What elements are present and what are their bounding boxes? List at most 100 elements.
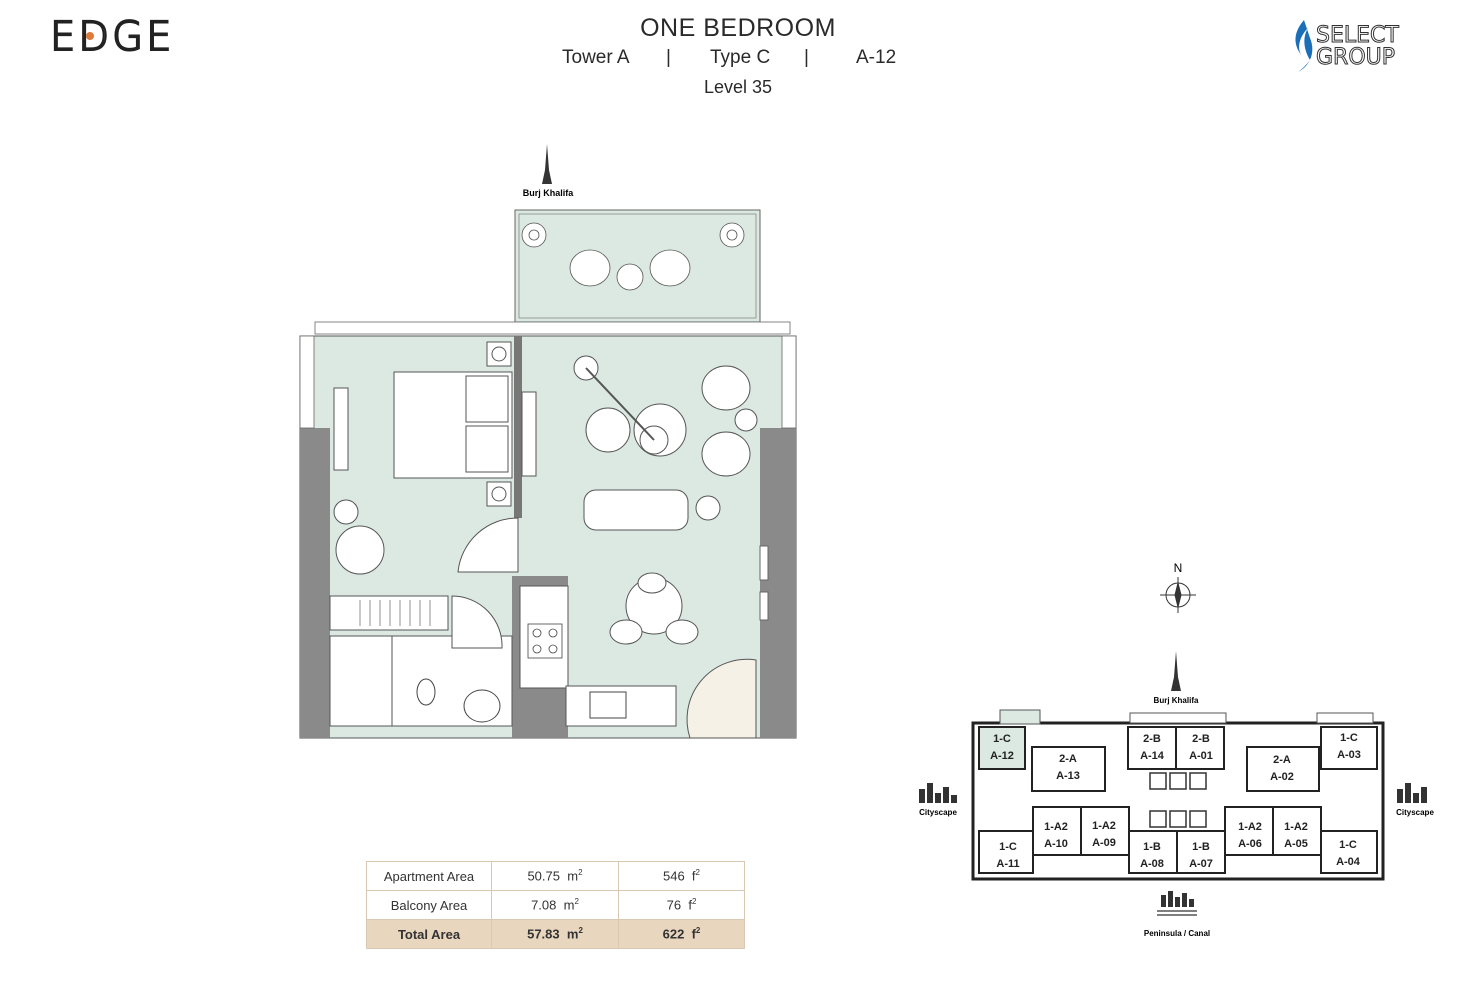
unit-exp: 2 — [574, 897, 579, 907]
separator: | — [666, 47, 671, 68]
burj-khalifa-label: Burj Khalifa — [523, 188, 575, 198]
unit-exp: 2 — [691, 897, 697, 907]
tv-unit — [333, 387, 349, 471]
unit-m: m — [563, 897, 575, 913]
armchair-icon — [335, 525, 385, 575]
core-elevators — [1149, 772, 1207, 828]
tv-unit — [521, 391, 537, 477]
burj-khalifa-icon — [1171, 651, 1181, 691]
unit-type: 2-A — [1273, 754, 1291, 766]
left-wall — [300, 428, 330, 738]
unit-code: A-03 — [1337, 749, 1361, 761]
unit-code: A-14 — [1140, 750, 1165, 762]
unit-type: 2-A — [1059, 753, 1077, 765]
unit-code: A-05 — [1284, 838, 1308, 850]
unit-exp: 2 — [695, 868, 700, 878]
unit-cell-highlight — [978, 726, 1026, 770]
edge-logo-text: EDGE — [50, 14, 174, 58]
unit-title: ONE BEDROOM — [640, 14, 836, 42]
select-text: SELECT — [1316, 23, 1399, 48]
unit-f: f — [691, 868, 696, 884]
level-label: Level 35 — [703, 77, 773, 97]
canal-icon — [1157, 891, 1197, 916]
unit-code: A-09 — [1092, 837, 1116, 849]
tower-label: Tower A — [562, 47, 630, 68]
unit-code: A-11 — [996, 858, 1019, 870]
area-sqft: 76 — [666, 897, 682, 913]
unit-type: 1-B — [1192, 841, 1210, 853]
basin-icon — [463, 689, 501, 723]
unit-exp: 2 — [578, 926, 583, 936]
area-m2: 7.08 — [531, 897, 557, 913]
table-row-total: Total Area 57.83 m2 622 f2 — [366, 919, 745, 949]
balcony-chairs — [569, 249, 691, 291]
stove-icon — [527, 623, 563, 659]
peninsula-canal-label: Peninsula / Canal — [1144, 929, 1210, 938]
burj-khalifa-label: Burj Khalifa — [1154, 696, 1199, 705]
area-label: Balcony Area — [366, 890, 492, 920]
area-m2: 57.83 — [527, 926, 560, 942]
unit-code: A-07 — [1189, 858, 1213, 870]
unit-m: m — [567, 868, 579, 884]
unit-exp: 2 — [578, 868, 583, 878]
plant-icon — [521, 222, 745, 248]
living-furniture — [573, 355, 758, 645]
table-row: Balcony Area 7.08 m2 76 f2 — [366, 890, 745, 920]
select-group-logo: SELECT GROUP — [1295, 20, 1400, 72]
bathroom-door — [451, 595, 503, 649]
unit-subtitle: Tower A | Type C | A-12 — [488, 47, 988, 71]
separator: | — [804, 47, 809, 68]
unit-m: m — [566, 926, 579, 942]
unit-type: 1-A2 — [1092, 820, 1116, 832]
unit-type: 1-B — [1143, 841, 1161, 853]
area-label: Apartment Area — [366, 861, 492, 891]
flame-icon — [1295, 20, 1313, 72]
unit-type: 1-A2 — [1284, 821, 1308, 833]
area-sqft: 622 — [662, 926, 685, 942]
type-label: Type C — [710, 47, 771, 68]
unit-code: A-01 — [1189, 750, 1213, 762]
right-wall — [760, 428, 796, 738]
key-plan: N Burj Khalifa Cityscape Cityscape Penin… — [919, 561, 1434, 938]
unit-type: 1-A2 — [1238, 821, 1262, 833]
bedside-table — [486, 341, 512, 367]
unit-type: 1-C — [999, 841, 1017, 853]
unit-code: A-13 — [1056, 770, 1080, 782]
edge-logo-dot — [86, 32, 94, 40]
cityscape-left-label: Cityscape — [919, 808, 957, 817]
unit-code: A-12 — [990, 750, 1014, 762]
unit-code: A-12 — [856, 47, 897, 68]
burj-khalifa-icon — [542, 144, 552, 184]
unit-code: A-04 — [1336, 856, 1361, 868]
table-row: Apartment Area 50.75 m2 546 f2 — [366, 861, 745, 891]
area-label: Total Area — [366, 919, 492, 949]
kitchen-counter — [519, 585, 569, 689]
unit-exp: 2 — [695, 926, 701, 936]
unit-code: A-08 — [1140, 858, 1164, 870]
unit-code: A-10 — [1044, 838, 1068, 850]
unit-f: f — [688, 897, 692, 913]
compass-icon — [1160, 577, 1196, 613]
toilet-icon — [416, 678, 436, 706]
unit-type: 2-B — [1192, 733, 1210, 745]
unit-type: 1-A2 — [1044, 821, 1068, 833]
cityscape-icon — [919, 783, 1427, 803]
group-text: GROUP — [1316, 45, 1395, 70]
shower — [329, 635, 393, 727]
cityscape-right-label: Cityscape — [1396, 808, 1434, 817]
floor-plan: Burj Khalifa — [299, 144, 797, 739]
bedside-table — [486, 481, 512, 507]
sink-icon — [589, 691, 627, 719]
unit-type: 1-C — [1339, 839, 1357, 851]
area-table: Apartment Area 50.75 m2 546 f2 Balcony A… — [366, 861, 745, 949]
unit-type: 2-B — [1143, 733, 1161, 745]
entrance-door — [686, 658, 757, 739]
unit-code: A-06 — [1238, 838, 1262, 850]
bedroom-door — [457, 517, 519, 573]
edge-logo: EDGE — [50, 14, 174, 58]
area-m2: 50.75 — [527, 868, 560, 884]
wardrobe — [329, 595, 449, 631]
unit-f: f — [691, 926, 696, 942]
area-sqft: 546 — [662, 868, 685, 884]
unit-type: 1-C — [993, 733, 1011, 745]
